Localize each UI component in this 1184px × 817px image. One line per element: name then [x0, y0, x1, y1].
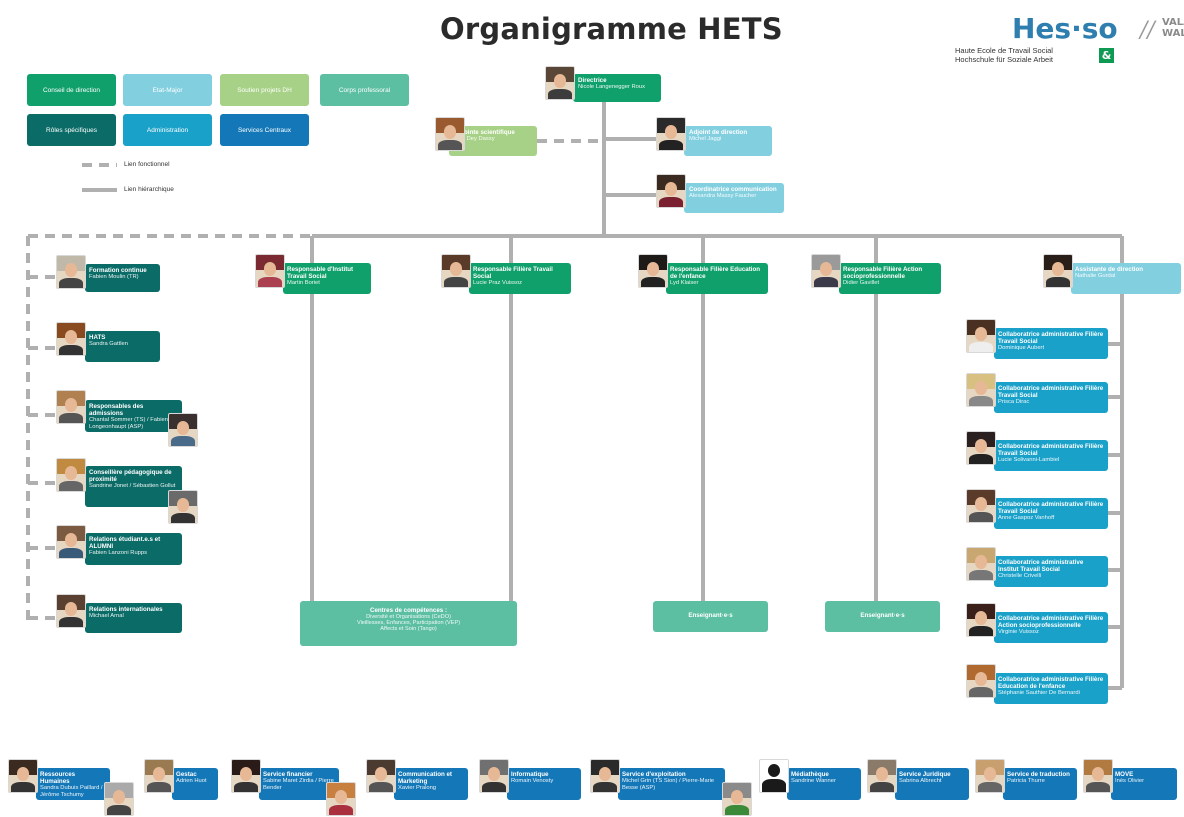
portrait-icon: [479, 759, 509, 793]
portrait-icon: [966, 664, 996, 698]
portrait-icon: [966, 319, 996, 353]
portrait-icon: [168, 413, 198, 447]
node-enseignants-asp: Enseignant·e·s: [825, 601, 940, 632]
node-admin-7: Collaboratrice administrative Filière Ed…: [994, 673, 1108, 704]
portrait-icon: [8, 759, 38, 793]
legend-conseil-direction: Conseil de direction: [27, 74, 116, 106]
portrait-icon: [966, 489, 996, 523]
portrait-icon: [441, 254, 471, 288]
portrait-icon: [590, 759, 620, 793]
portrait-icon: [656, 117, 686, 151]
portrait-icon: [656, 174, 686, 208]
portrait-icon: [1043, 254, 1073, 288]
user-silhouette-icon: [759, 759, 789, 793]
portrait-icon: [435, 117, 465, 151]
legend-services-centraux: Services Centraux: [220, 114, 309, 146]
node-responsable-filiere-asp: Responsable Filière Action socioprofessi…: [839, 263, 941, 294]
portrait-icon: [231, 759, 261, 793]
portrait-icon: [56, 390, 86, 424]
node-centres-competences: Centres de compétences : Diversité et Or…: [300, 601, 517, 646]
portrait-icon: [966, 373, 996, 407]
portrait-icon: [56, 255, 86, 289]
portrait-icon: [366, 759, 396, 793]
portrait-icon: [56, 458, 86, 492]
portrait-icon: [1083, 759, 1113, 793]
logo-ampersand: &: [1099, 48, 1114, 63]
logo-name: Hes·so: [1012, 12, 1118, 45]
hes-so-logo: Hes·so // VALAISWALLIS Haute Ecole de Tr…: [950, 12, 1184, 72]
portrait-icon: [326, 782, 356, 816]
legend-roles-specifiques: Rôles spécifiques: [27, 114, 116, 146]
legend-corps-professoral: Corps professoral: [320, 74, 409, 106]
portrait-icon: [722, 782, 752, 816]
node-admin-4: Collaboratrice administrative Filière Tr…: [994, 498, 1108, 529]
portrait-icon: [56, 322, 86, 356]
logo-region: VALAISWALLIS: [1162, 17, 1184, 39]
legend-soutien-projets: Soutien projets DH: [220, 74, 309, 106]
portrait-icon: [168, 490, 198, 524]
node-responsable-filiere-ee: Responsable Filière Education de l'enfan…: [666, 263, 768, 294]
logo-slash-mark: //: [1140, 18, 1155, 43]
legend-lien-hierarchique: Lien hiérarchique: [124, 186, 174, 193]
legend-lien-fonctionnel: Lien fonctionnel: [124, 161, 170, 168]
portrait-icon: [144, 759, 174, 793]
node-admin-1: Collaboratrice administrative Filière Tr…: [994, 328, 1108, 359]
portrait-icon: [975, 759, 1005, 793]
portrait-icon: [638, 254, 668, 288]
node-admin-5: Collaboratrice administrative Institut T…: [994, 556, 1108, 587]
portrait-icon: [966, 603, 996, 637]
portrait-icon: [56, 525, 86, 559]
portrait-icon: [56, 594, 86, 628]
node-enseignants-ee: Enseignant·e·s: [653, 601, 768, 632]
node-admin-3: Collaboratrice administrative Filière Tr…: [994, 440, 1108, 471]
portrait-icon: [255, 254, 285, 288]
portrait-icon: [966, 547, 996, 581]
portrait-icon: [966, 431, 996, 465]
portrait-icon: [104, 782, 134, 816]
portrait-icon: [545, 66, 575, 100]
portrait-icon: [811, 254, 841, 288]
portrait-icon: [867, 759, 897, 793]
node-admin-6: Collaboratrice administrative Filière Ac…: [994, 612, 1108, 643]
legend-etat-major: Etat-Major: [123, 74, 212, 106]
page-title: Organigramme HETS: [440, 12, 783, 46]
node-admin-2: Collaboratrice administrative Filière Tr…: [994, 382, 1108, 413]
legend-administration: Administration: [123, 114, 212, 146]
